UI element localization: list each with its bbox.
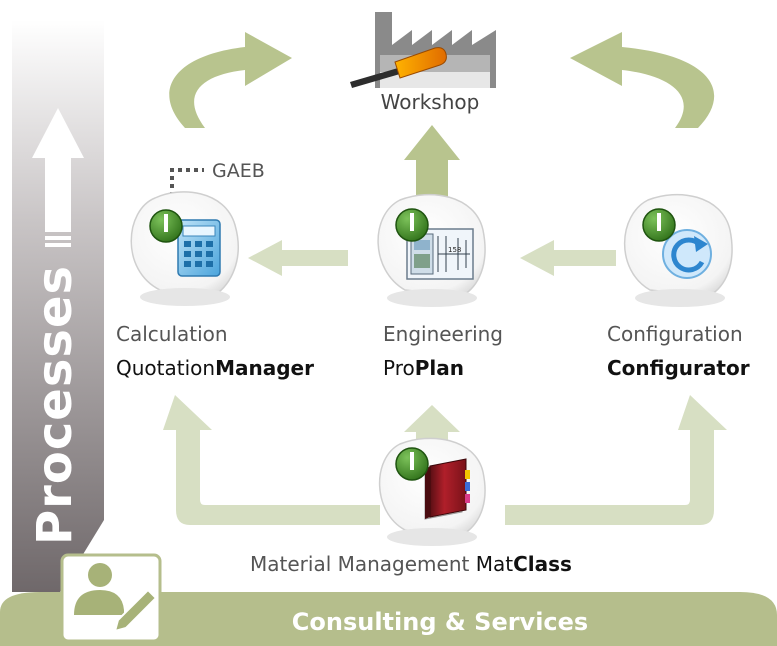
sidebar-band	[12, 20, 104, 592]
calculation-power-badge	[149, 209, 183, 243]
svg-text:158: 158	[448, 246, 461, 254]
book-icon	[424, 458, 470, 520]
refresh-icon	[662, 229, 712, 279]
sidebar-title: Processes	[27, 264, 83, 545]
calculation-product-bold: Manager	[215, 356, 314, 380]
calculation-product: QuotationManager	[116, 356, 314, 380]
footer-band	[0, 592, 777, 646]
engineering-power-badge	[395, 208, 429, 242]
engineering-product-prefix: Pro	[383, 356, 415, 380]
configuration-product-bold: Configurator	[607, 356, 750, 380]
gaeb-connector	[170, 168, 204, 196]
arrow-configuration-to-engineering	[520, 240, 616, 276]
engineering-category: Engineering	[383, 322, 503, 346]
curved-arrow-right	[570, 32, 715, 128]
screwdriver-icon	[350, 47, 447, 88]
calculator-icon	[177, 219, 221, 277]
configuration-power-badge	[642, 208, 676, 242]
material-power-badge	[395, 447, 429, 481]
material-category: Material Management	[250, 552, 470, 576]
calculation-category: Calculation	[116, 322, 228, 346]
arrow-engineering-to-calculation	[248, 240, 348, 276]
engineering-product-bold: Plan	[414, 356, 464, 380]
calculation-product-prefix: Quotation	[116, 356, 216, 380]
up-arrow-icon	[32, 108, 84, 232]
arrow-engineering-to-workshop	[404, 125, 460, 200]
configuration-category: Configuration	[607, 322, 743, 346]
material-label: Material Management MatClass	[250, 552, 572, 576]
material-product-bold: Class	[513, 552, 572, 576]
curved-arrow-left	[169, 32, 292, 128]
engineering-product: ProPlan	[383, 356, 464, 380]
material-product-prefix: Mat	[475, 552, 514, 576]
workshop-label: Workshop	[380, 90, 480, 114]
configuration-product: Configurator	[607, 356, 750, 380]
gaeb-label: GAEB	[212, 160, 265, 182]
consultant-avatar-icon	[60, 553, 162, 643]
footer-title: Consulting & Services	[291, 608, 589, 636]
